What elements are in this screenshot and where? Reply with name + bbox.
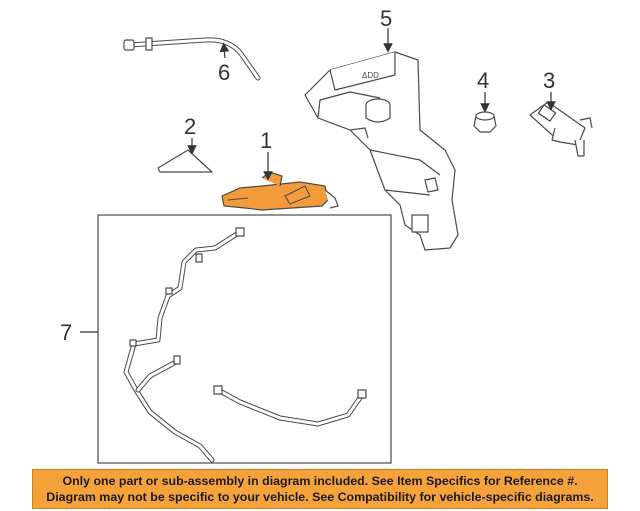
notice-banner: Only one part or sub-assembly in diagram… — [32, 469, 608, 509]
svg-text:ΔDD: ΔDD — [362, 71, 379, 80]
leader-6 — [219, 42, 230, 59]
part-7-box — [97, 214, 392, 464]
callout-5: 5 — [380, 6, 392, 31]
callout-4: 4 — [477, 68, 489, 93]
callout-6: 6 — [218, 60, 230, 85]
callout-2: 2 — [184, 114, 196, 139]
part-5-reservoir: ΔDD — [304, 51, 459, 251]
part-4-grommet — [473, 111, 497, 133]
notice-line-1: Only one part or sub-assembly in diagram… — [62, 474, 578, 488]
part-1-headlamp-washer-pump — [221, 171, 339, 211]
callout-7: 7 — [60, 320, 72, 345]
callout-3: 3 — [543, 68, 555, 93]
notice-line-2: Diagram may not be specific to your vehi… — [46, 490, 594, 504]
callout-1: 1 — [260, 128, 272, 153]
part-6-hose — [123, 37, 261, 81]
part-1-body — [221, 181, 329, 211]
part-7-hose-assembly — [123, 227, 367, 463]
part-3-pump — [529, 101, 593, 157]
part-2-bracket — [157, 149, 213, 173]
